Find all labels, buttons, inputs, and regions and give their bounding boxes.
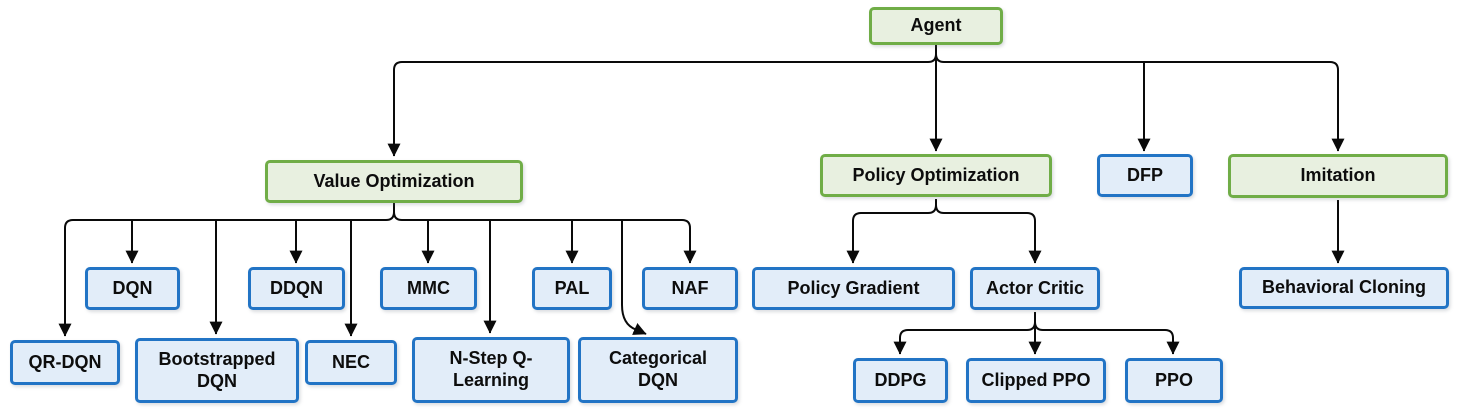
- node-ddpg: DDPG: [853, 358, 948, 403]
- node-dfp: DFP: [1097, 154, 1193, 197]
- node-bootstrapped-dqn: Bootstrapped DQN: [135, 338, 299, 403]
- node-categorical-dqn: Categorical DQN: [578, 337, 738, 403]
- node-clipped-ppo: Clipped PPO: [966, 358, 1106, 403]
- edge-vo-naf: [393, 203, 697, 264]
- node-qr-dqn: QR-DQN: [10, 340, 120, 385]
- node-categorical-dqn-label: Categorical DQN: [608, 348, 708, 390]
- edge-vo-categorical-dqn: [621, 220, 647, 335]
- node-qr-dqn-label: QR-DQN: [28, 351, 102, 372]
- node-clipped-ppo-label: Clipped PPO: [981, 369, 1091, 390]
- node-naf: NAF: [642, 267, 738, 310]
- edge-ac-ddpg: [893, 312, 1036, 355]
- node-policy-gradient: Policy Gradient: [752, 267, 955, 310]
- node-policy-optimization: Policy Optimization: [820, 154, 1052, 197]
- node-behavioral-cloning-label: Behavioral Cloning: [1261, 277, 1427, 298]
- node-pal-label: PAL: [554, 277, 590, 298]
- node-naf-label: NAF: [671, 277, 709, 298]
- node-policy-optimization-label: Policy Optimization: [852, 164, 1020, 185]
- edge-po-actor-critic: [935, 199, 1042, 264]
- node-mmc: MMC: [380, 267, 477, 310]
- node-policy-gradient-label: Policy Gradient: [787, 277, 920, 298]
- node-ddpg-label: DDPG: [874, 369, 927, 390]
- node-imitation: Imitation: [1228, 154, 1448, 198]
- edge-po-policy-gradient: [846, 199, 937, 264]
- node-ppo: PPO: [1125, 358, 1223, 403]
- node-agent-label: Agent: [910, 15, 962, 36]
- node-ppo-label: PPO: [1154, 369, 1193, 390]
- edge-agent-imitation: [935, 45, 1345, 152]
- node-agent: Agent: [869, 7, 1003, 45]
- node-pal: PAL: [532, 267, 612, 310]
- node-imitation-label: Imitation: [1300, 165, 1376, 186]
- node-ddqn-label: DDQN: [270, 277, 323, 298]
- node-dqn-label: DQN: [112, 277, 153, 298]
- node-mmc-label: MMC: [407, 277, 450, 298]
- node-behavioral-cloning: Behavioral Cloning: [1239, 267, 1449, 309]
- node-value-optimization-label: Value Optimization: [313, 170, 475, 191]
- node-dqn: DQN: [85, 267, 180, 310]
- node-nec-label: NEC: [331, 351, 370, 372]
- node-actor-critic-label: Actor Critic: [985, 277, 1084, 298]
- node-dfp-label: DFP: [1127, 164, 1163, 185]
- node-nec: NEC: [305, 340, 397, 385]
- node-n-step-q-learning-label: N-Step Q-Learning: [449, 348, 533, 390]
- edge-ac-ppo: [1034, 312, 1180, 355]
- edge-agent-value-optimization: [387, 45, 937, 157]
- node-bootstrapped-dqn-label: Bootstrapped DQN: [158, 348, 276, 391]
- node-actor-critic: Actor Critic: [970, 267, 1100, 310]
- node-n-step-q-learning: N-Step Q-Learning: [412, 337, 570, 403]
- node-ddqn: DDQN: [248, 267, 345, 310]
- node-value-optimization: Value Optimization: [265, 160, 523, 203]
